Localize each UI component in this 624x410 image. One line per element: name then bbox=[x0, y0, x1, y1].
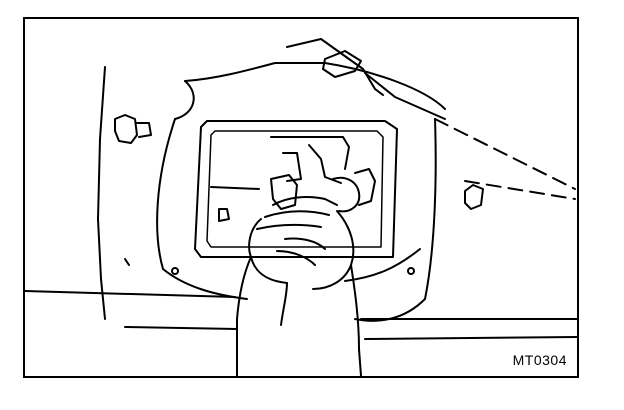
inner-connector bbox=[270, 136, 376, 210]
figure-code: MT0304 bbox=[512, 352, 567, 368]
access-opening bbox=[194, 120, 398, 258]
console-cover bbox=[156, 62, 446, 322]
right-clip bbox=[464, 184, 484, 210]
latch-bracket bbox=[286, 38, 446, 120]
right-side-edges bbox=[434, 118, 576, 200]
manual-illustration bbox=[25, 38, 577, 376]
mounting-holes bbox=[171, 267, 415, 275]
left-wall-panel bbox=[97, 66, 152, 320]
hand-illustration bbox=[236, 176, 362, 376]
floor-lines bbox=[25, 290, 577, 340]
diagram-frame: MT0304 bbox=[23, 17, 579, 378]
